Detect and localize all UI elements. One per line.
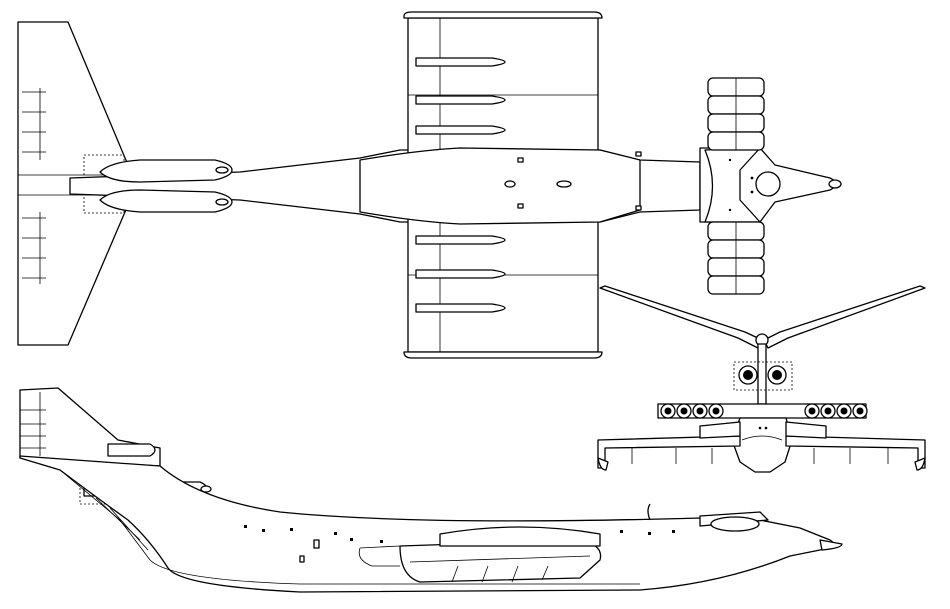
tail-engine-nacelles-top xyxy=(99,159,233,213)
nose-canard-top xyxy=(699,147,842,223)
front-view xyxy=(597,285,926,473)
top-view xyxy=(17,11,842,359)
side-view xyxy=(19,387,843,593)
front-engines-top xyxy=(707,77,765,295)
